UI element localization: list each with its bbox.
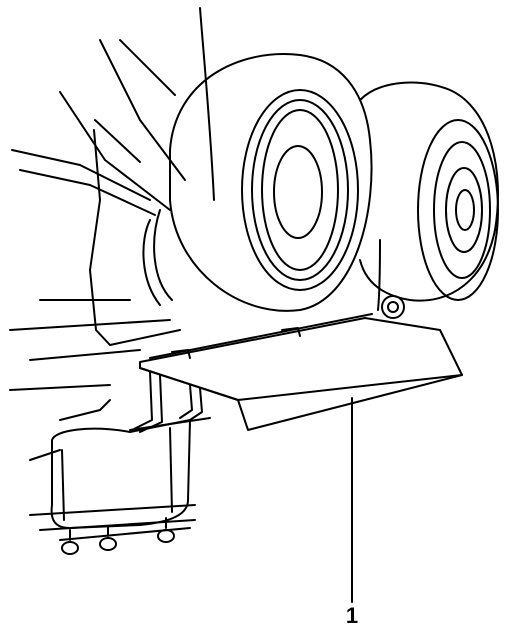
- lower-housing: [29, 419, 196, 541]
- mounting-bolt: [381, 295, 405, 319]
- bottom-bolts: [61, 517, 175, 555]
- engine-block: [9, 7, 215, 461]
- callout-label-1: 1: [345, 603, 359, 628]
- left-pulley: [142, 53, 373, 312]
- right-pulley: [359, 81, 499, 311]
- guard-plate: [139, 313, 463, 431]
